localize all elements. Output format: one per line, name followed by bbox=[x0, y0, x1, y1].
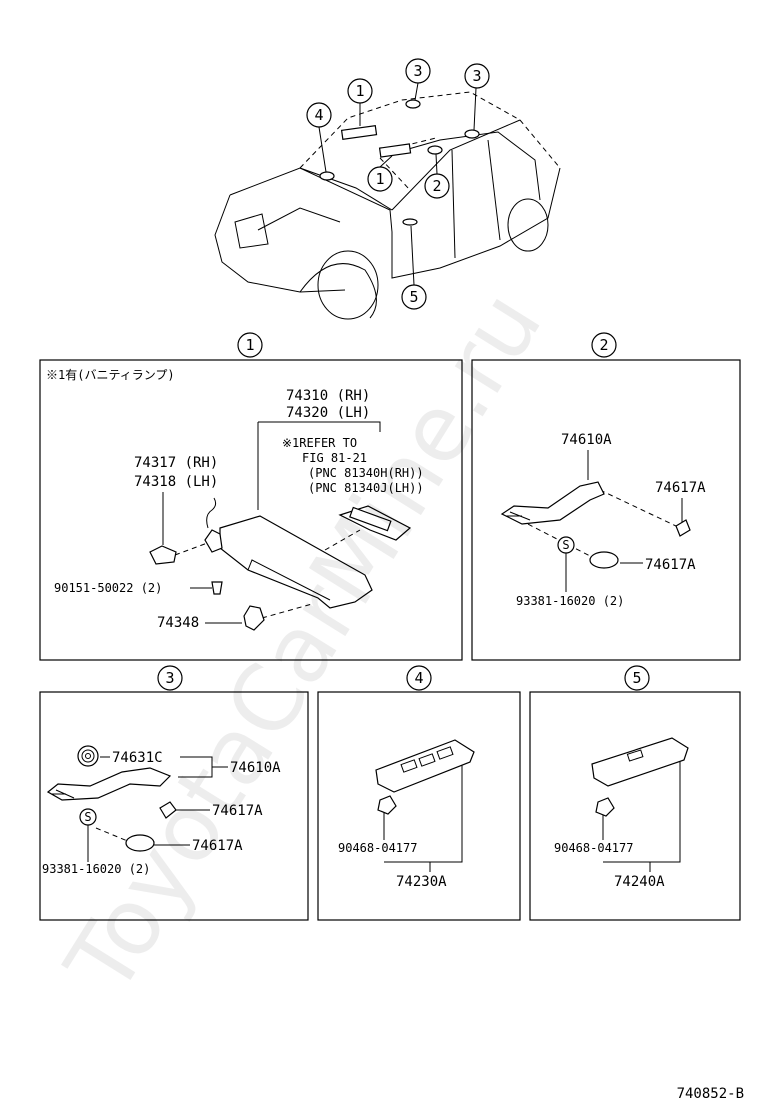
callout-1a: 1 bbox=[347, 78, 373, 104]
panel-5-callout: 5 bbox=[632, 669, 641, 687]
screw-symbol bbox=[557, 536, 575, 554]
panel-1-sun-visor: 1 ※1有(バニティランプ) 74310 (RH) 74320 (LH) ※1R… bbox=[39, 332, 463, 661]
lamp-clip-part-p4 bbox=[377, 795, 397, 815]
visor-holder-part bbox=[149, 545, 177, 565]
callout-5: 5 bbox=[401, 284, 427, 310]
svg-text:3: 3 bbox=[413, 62, 422, 80]
svg-text:3: 3 bbox=[472, 67, 481, 85]
panel-4-callout: 4 bbox=[414, 669, 423, 687]
label-74610A: 74610A bbox=[561, 432, 612, 448]
lamp-clip-part-p5 bbox=[595, 797, 615, 817]
label-74348: 74348 bbox=[157, 615, 199, 631]
label-74318: 74318 (LH) bbox=[134, 474, 218, 490]
room-lamp-lens bbox=[400, 746, 454, 773]
callout-3a: 3 bbox=[405, 58, 431, 84]
svg-text:5: 5 bbox=[409, 288, 418, 306]
panel-1-note: ※1有(バニティランプ) bbox=[46, 368, 175, 382]
callout-1b: 1 bbox=[367, 166, 393, 192]
visor-bracket-part bbox=[204, 529, 223, 553]
label-74617A-top: 74617A bbox=[655, 480, 706, 496]
panel-4-leaders bbox=[383, 760, 463, 872]
panel-3-frame bbox=[39, 691, 309, 921]
vehicle-outline bbox=[214, 91, 561, 320]
panel-1-dashed-leaders bbox=[174, 529, 361, 619]
panel-4-room-lamp: 4 90468-04177 74230A bbox=[317, 665, 521, 921]
svg-text:4: 4 bbox=[314, 106, 323, 124]
label-74240A: 74240A bbox=[614, 874, 665, 890]
label-93381-p3: 93381-16020 (2) bbox=[42, 862, 150, 876]
refer-line-2: FIG 81-21 bbox=[302, 451, 367, 465]
vehicle-callout-leaders bbox=[318, 82, 477, 286]
label-74617A-bottom-p3: 74617A bbox=[192, 838, 243, 854]
panel-3-assist-grip: 3 74631C 74610A 74617A 74617A 93381-1602… bbox=[39, 665, 309, 921]
callout-3b: 3 bbox=[464, 63, 490, 89]
assist-grip-part-p3 bbox=[46, 767, 172, 801]
panel-5-leaders bbox=[602, 760, 681, 872]
refer-line-3: (PNC 81340H(RH)) bbox=[308, 466, 424, 480]
svg-text:2: 2 bbox=[432, 177, 441, 195]
screw-symbol-p3 bbox=[79, 808, 97, 826]
panel-2-assist-grip: 2 74610A 74617A 74617A 93381-16020 (2) S bbox=[471, 332, 741, 661]
label-90151: 90151-50022 (2) bbox=[54, 581, 162, 595]
diagram-id: 740852-B bbox=[677, 1086, 744, 1102]
screw-s-mark: S bbox=[562, 538, 569, 552]
map-lamp-part bbox=[591, 737, 689, 787]
label-74310: 74310 (RH) bbox=[286, 388, 370, 404]
label-74230A: 74230A bbox=[396, 874, 447, 890]
panel-5-frame bbox=[529, 691, 741, 921]
panel-1-frame bbox=[39, 359, 463, 661]
callout-4: 4 bbox=[306, 102, 332, 128]
sun-visor-part bbox=[219, 515, 373, 609]
assist-grip-part bbox=[500, 481, 605, 525]
refer-line-4: (PNC 81340J(LH)) bbox=[308, 481, 424, 495]
label-90468-p4: 90468-04177 bbox=[338, 841, 417, 855]
panel-5-map-lamp: 5 90468-04177 74240A bbox=[529, 665, 741, 921]
panel-1-leaders bbox=[162, 421, 381, 624]
panel-2-dashed-leaders bbox=[519, 489, 677, 557]
grip-cap-part bbox=[589, 551, 619, 569]
screw-s-mark-p3: S bbox=[84, 810, 91, 824]
map-lamp-lens bbox=[626, 749, 644, 762]
panel-3-dashed-leaders bbox=[95, 827, 131, 843]
label-90468-p5: 90468-04177 bbox=[554, 841, 633, 855]
panel-2-callout: 2 bbox=[599, 336, 608, 354]
visor-clip-part bbox=[243, 605, 265, 631]
label-74631C: 74631C bbox=[112, 750, 163, 766]
label-74320: 74320 (LH) bbox=[286, 405, 370, 421]
grip-spring-part bbox=[77, 745, 99, 767]
grip-cover-part-p3 bbox=[159, 801, 177, 819]
watermark-text: ToyotaCarMine.ru bbox=[45, 273, 562, 1012]
panel-1-callout: 1 bbox=[245, 336, 254, 354]
svg-text:1: 1 bbox=[355, 82, 364, 100]
screw-part bbox=[211, 581, 223, 595]
grip-cap-part-p3 bbox=[125, 834, 155, 852]
room-lamp-part bbox=[375, 739, 475, 793]
panel-2-leaders bbox=[565, 450, 683, 592]
label-93381: 93381-16020 (2) bbox=[516, 594, 624, 608]
panel-2-frame bbox=[471, 359, 741, 661]
label-74617A-bottom: 74617A bbox=[645, 557, 696, 573]
label-74617A-top-p3: 74617A bbox=[212, 803, 263, 819]
grip-cover-part bbox=[675, 519, 691, 537]
svg-text:1: 1 bbox=[375, 170, 384, 188]
panel-4-frame bbox=[317, 691, 521, 921]
panel-3-callout: 3 bbox=[165, 669, 174, 687]
panel-3-leaders bbox=[87, 756, 228, 862]
refer-line-1: ※1REFER TO bbox=[282, 436, 357, 450]
label-74317: 74317 (RH) bbox=[134, 455, 218, 471]
label-74610A-p3: 74610A bbox=[230, 760, 281, 776]
vehicle-parts-markers bbox=[319, 99, 480, 226]
vehicle-overview: 1 1 3 3 2 4 5 bbox=[214, 58, 561, 320]
callout-2: 2 bbox=[424, 173, 450, 199]
